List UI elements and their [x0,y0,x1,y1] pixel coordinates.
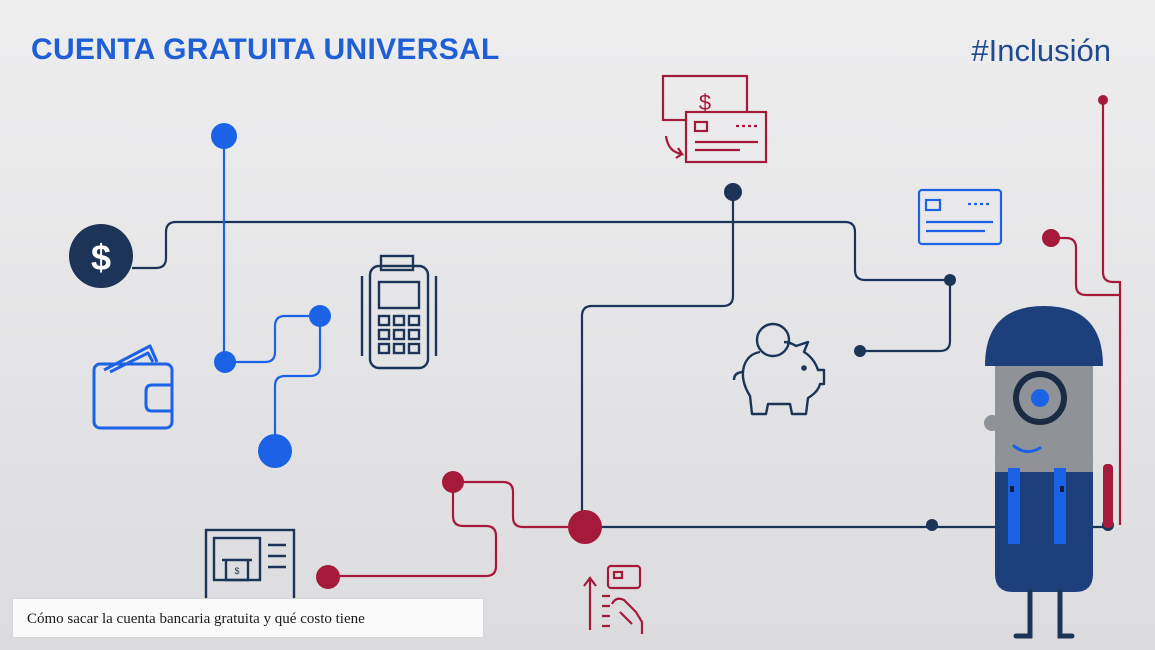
svg-text:$: $ [234,566,239,576]
card-tap-payment-icon [583,564,644,634]
page-title: CUENTA GRATUITA UNIVERSAL [31,33,500,66]
cash-and-card-icon: $ [661,74,768,164]
navy-circuit-lines [132,192,1108,529]
wallet-icon [92,344,174,430]
crimson-circuit-lines [328,100,1122,578]
pos-terminal-icon [360,254,438,370]
dollar-coin-icon: $ [69,224,133,288]
image-caption: Cómo sacar la cuenta bancaria gratuita y… [12,598,484,638]
svg-text:$: $ [91,237,111,278]
piggy-bank-icon [732,322,826,416]
credit-card-icon [917,188,1003,246]
hashtag-label: #Inclusión [971,33,1111,68]
circuit-nodes [211,95,1114,589]
blue-circuit-lines [222,136,322,450]
robot-character [984,306,1113,639]
atm-icon: $ [204,528,296,602]
svg-text:$: $ [699,90,711,115]
